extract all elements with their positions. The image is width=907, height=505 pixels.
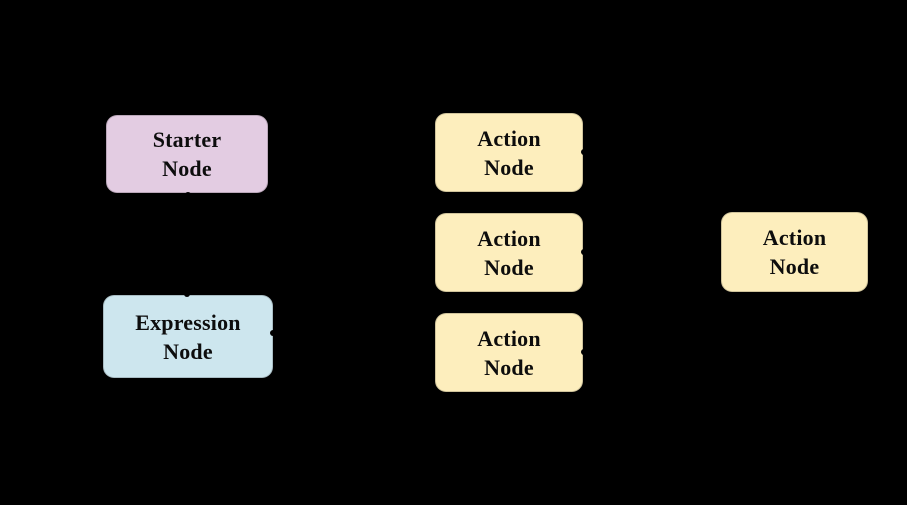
expression-node: Expression Node — [103, 295, 273, 378]
action-2-right-stub — [581, 249, 587, 255]
action-node-4: Action Node — [721, 212, 868, 292]
starter-bottom-stub — [185, 192, 191, 198]
expression-top-stub — [184, 291, 190, 297]
action-node-2: Action Node — [435, 213, 583, 292]
action-node-3: Action Node — [435, 313, 583, 392]
action-3-right-stub — [581, 349, 587, 355]
action-1-right-stub — [581, 149, 587, 155]
expression-node-label: Expression Node — [135, 309, 241, 364]
starter-node-label: Starter Node — [152, 127, 222, 181]
action-node-3-label: Action Node — [477, 325, 541, 380]
action-node-4-label: Action Node — [762, 225, 827, 279]
action-node-2-label: Action Node — [477, 225, 541, 280]
starter-node: Starter Node — [106, 115, 268, 193]
action-node-1-label: Action Node — [477, 125, 541, 180]
expression-right-stub — [270, 330, 276, 336]
action-node-1: Action Node — [435, 113, 583, 192]
